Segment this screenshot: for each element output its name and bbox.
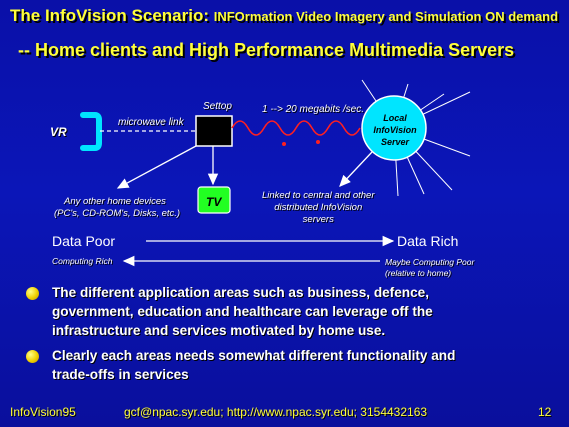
bullet-line: infrastructure and services motivated by… [52, 323, 386, 338]
bullet-line: The different application areas such as … [52, 285, 429, 300]
bullet-text: The different application areas such as … [52, 283, 433, 340]
computing-rich-label: Computing Rich [52, 256, 113, 266]
linked-line: Linked to central and other [262, 190, 375, 201]
linked-line: servers [302, 214, 334, 225]
linked-servers-label: Linked to central and other distributed … [262, 190, 375, 226]
settop-label: Settop [203, 101, 232, 112]
bullet-text: Clearly each areas needs somewhat differ… [52, 346, 455, 384]
data-poor-label: Data Poor [52, 233, 116, 249]
arrow-to-other-devices [116, 145, 197, 189]
microwave-link-label: microwave link [118, 117, 184, 128]
tv-box [197, 186, 231, 214]
other-devices-line: Any other home devices [64, 196, 166, 207]
title-main: The InfoVision Scenario: [10, 6, 209, 25]
bullet-line: Clearly each areas needs somewhat differ… [52, 348, 456, 363]
other-devices-line: (PC's, CD-ROM's, Disks, etc.) [54, 208, 181, 219]
vr-headset-icon [80, 112, 102, 151]
data-rich-label: Data Rich [397, 233, 459, 249]
footer-contact: gcf@npac.syr.edu; http://www.npac.syr.ed… [124, 405, 428, 419]
maybe-computing-poor-label: Maybe Computing Poor (relative to home) [385, 257, 474, 279]
settop-box [195, 115, 233, 147]
tv-label: TV [206, 195, 222, 209]
slide-subtitle: -- Home clients and High Performance Mul… [18, 40, 515, 60]
bullet-line: government, education and healthcare can… [52, 304, 433, 319]
rate-label: 1 --> 20 megabits /sec. [262, 104, 364, 115]
page-number: 12 [538, 405, 552, 419]
linked-line: distributed InfoVision [274, 202, 363, 213]
local-server-node [361, 95, 427, 161]
bullet-dot-icon [26, 350, 39, 363]
arrow-to-linked-servers [339, 151, 373, 187]
maybe-poor-line: (relative to home) [385, 268, 452, 278]
slide-title: The InfoVision Scenario: INFOrmation Vid… [10, 6, 558, 26]
vr-label: VR [50, 125, 67, 139]
bullet-line: trade-offs in services [52, 367, 189, 382]
network-wave [231, 120, 361, 136]
server-label: Local InfoVision Server [373, 113, 417, 147]
maybe-poor-line: Maybe Computing Poor [385, 257, 475, 267]
footer-title: InfoVision95 [10, 405, 76, 419]
bullet-dot-icon [26, 287, 39, 300]
other-devices-label: Any other home devices (PC's, CD-ROM's, … [54, 196, 180, 220]
title-expansion: INFOrmation Video Imagery and Simulation… [213, 9, 559, 24]
